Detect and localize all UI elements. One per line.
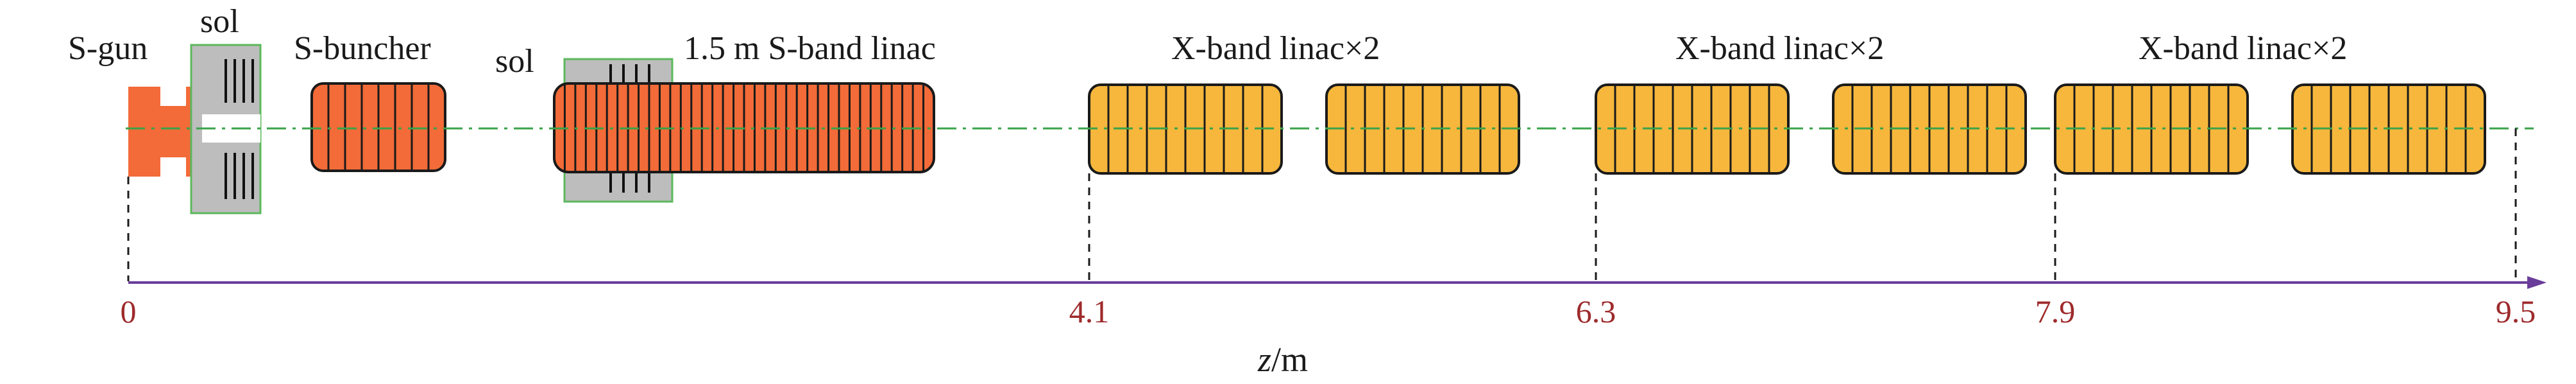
z-axis	[128, 276, 2546, 289]
tick-label-0: 0	[121, 293, 137, 329]
label-x-band-pair-2: X-band linac×2	[1675, 30, 1884, 67]
axis-label-unit: /m	[1271, 340, 1308, 379]
label-s-gun: S-gun	[68, 30, 148, 67]
label-s-buncher: S-buncher	[294, 30, 431, 67]
label-solenoid-1: sol	[200, 3, 239, 40]
tick-label-9-5: 9.5	[2496, 293, 2536, 329]
tick-label-4-1: 4.1	[1069, 293, 1110, 329]
label-x-band-pair-3: X-band linac×2	[2139, 30, 2347, 67]
label-x-band-pair-1: X-band linac×2	[1171, 30, 1380, 67]
axis-label: z/m	[1257, 340, 1308, 379]
label-s-band-linac: 1.5 m S-band linac	[684, 30, 936, 67]
label-solenoid-2: sol	[495, 43, 534, 80]
tick-label-6-3: 6.3	[1576, 293, 1616, 329]
tick-labels: 0 4.1 6.3 7.9 9.5	[121, 293, 2536, 329]
s-buncher	[310, 82, 446, 172]
axis-label-var: z	[1257, 340, 1271, 379]
tick-label-7-9: 7.9	[2035, 293, 2076, 329]
position-markers	[127, 128, 2517, 281]
